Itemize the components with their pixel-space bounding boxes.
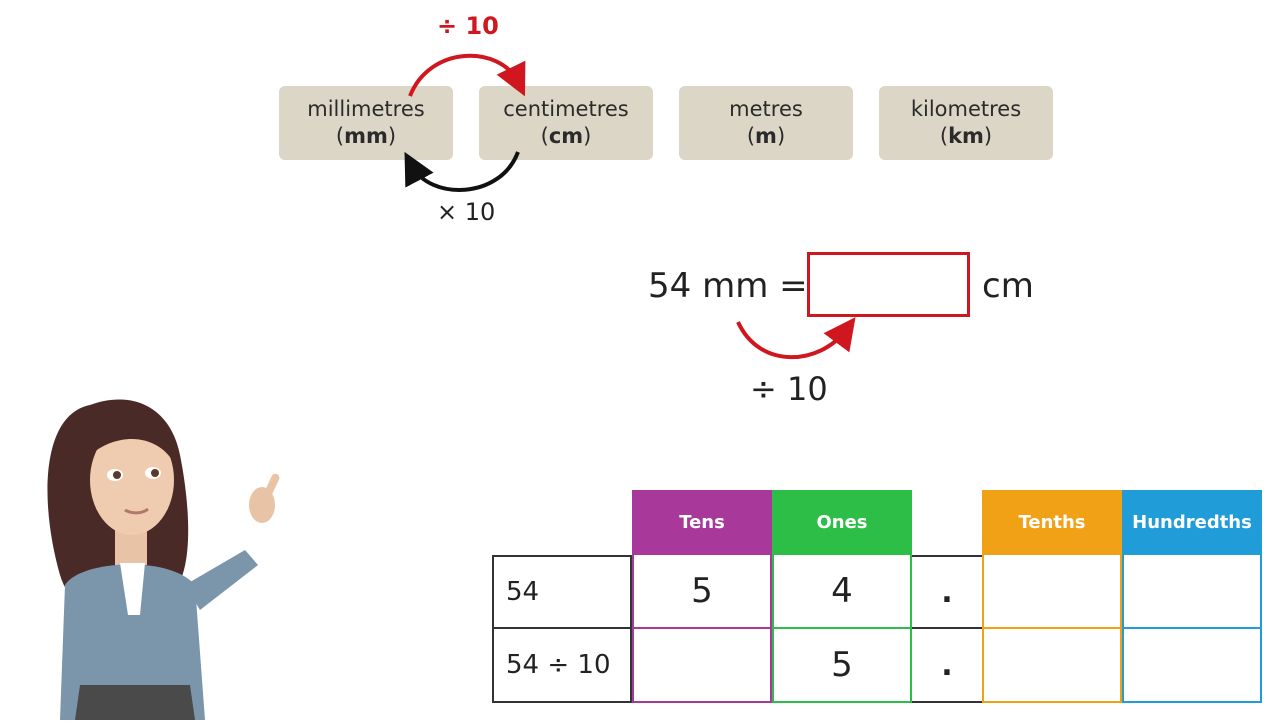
unit-abbr: mm: [344, 124, 388, 148]
unit-box-millimetres: millimetres (mm): [279, 86, 453, 160]
cell-tenths-2: [982, 629, 1122, 703]
bottom-arrow-label: × 10: [437, 198, 496, 226]
decimal-point-1: .: [912, 555, 982, 629]
unit-name: metres: [729, 97, 803, 121]
top-arrow-label: ÷ 10: [437, 12, 499, 40]
cell-hundredths-2: [1122, 629, 1262, 703]
unit-box-centimetres: centimetres (cm): [479, 86, 653, 160]
unit-abbr: m: [755, 124, 777, 148]
unit-abbr-wrap: (mm): [335, 124, 397, 148]
cell-tens-2: [632, 629, 772, 703]
row-label-1: 54: [492, 555, 632, 629]
teacher-illustration: [47, 399, 280, 720]
cell-ones-1: 4: [772, 555, 912, 629]
header-ones: Ones: [772, 490, 912, 555]
header-hundredths: Hundredths: [1122, 490, 1262, 555]
unit-name: millimetres: [307, 97, 425, 121]
unit-abbr-wrap: (cm): [540, 124, 592, 148]
header-tens: Tens: [632, 490, 772, 555]
equation-left: 54 mm =: [648, 266, 808, 306]
unit-box-kilometres: kilometres (km): [879, 86, 1053, 160]
cell-tens-1: 5: [632, 555, 772, 629]
unit-name: kilometres: [910, 97, 1022, 121]
unit-box-metres: metres (m): [679, 86, 853, 160]
equation-operation: ÷ 10: [750, 370, 828, 408]
header-tenths: Tenths: [982, 490, 1122, 555]
unit-abbr: km: [948, 124, 984, 148]
unit-abbr: cm: [548, 124, 584, 148]
equation-unit: cm: [982, 266, 1034, 306]
unit-name: centimetres: [503, 97, 629, 121]
row-label-2: 54 ÷ 10: [492, 629, 632, 703]
unit-abbr-wrap: (km): [939, 124, 993, 148]
unit-abbr-wrap: (m): [746, 124, 786, 148]
cell-tenths-1: [982, 555, 1122, 629]
cell-ones-2: 5: [772, 629, 912, 703]
decimal-point-2: .: [912, 629, 982, 703]
equation-arrow-icon: [736, 317, 856, 360]
cell-hundredths-1: [1122, 555, 1262, 629]
answer-box[interactable]: [807, 252, 970, 317]
